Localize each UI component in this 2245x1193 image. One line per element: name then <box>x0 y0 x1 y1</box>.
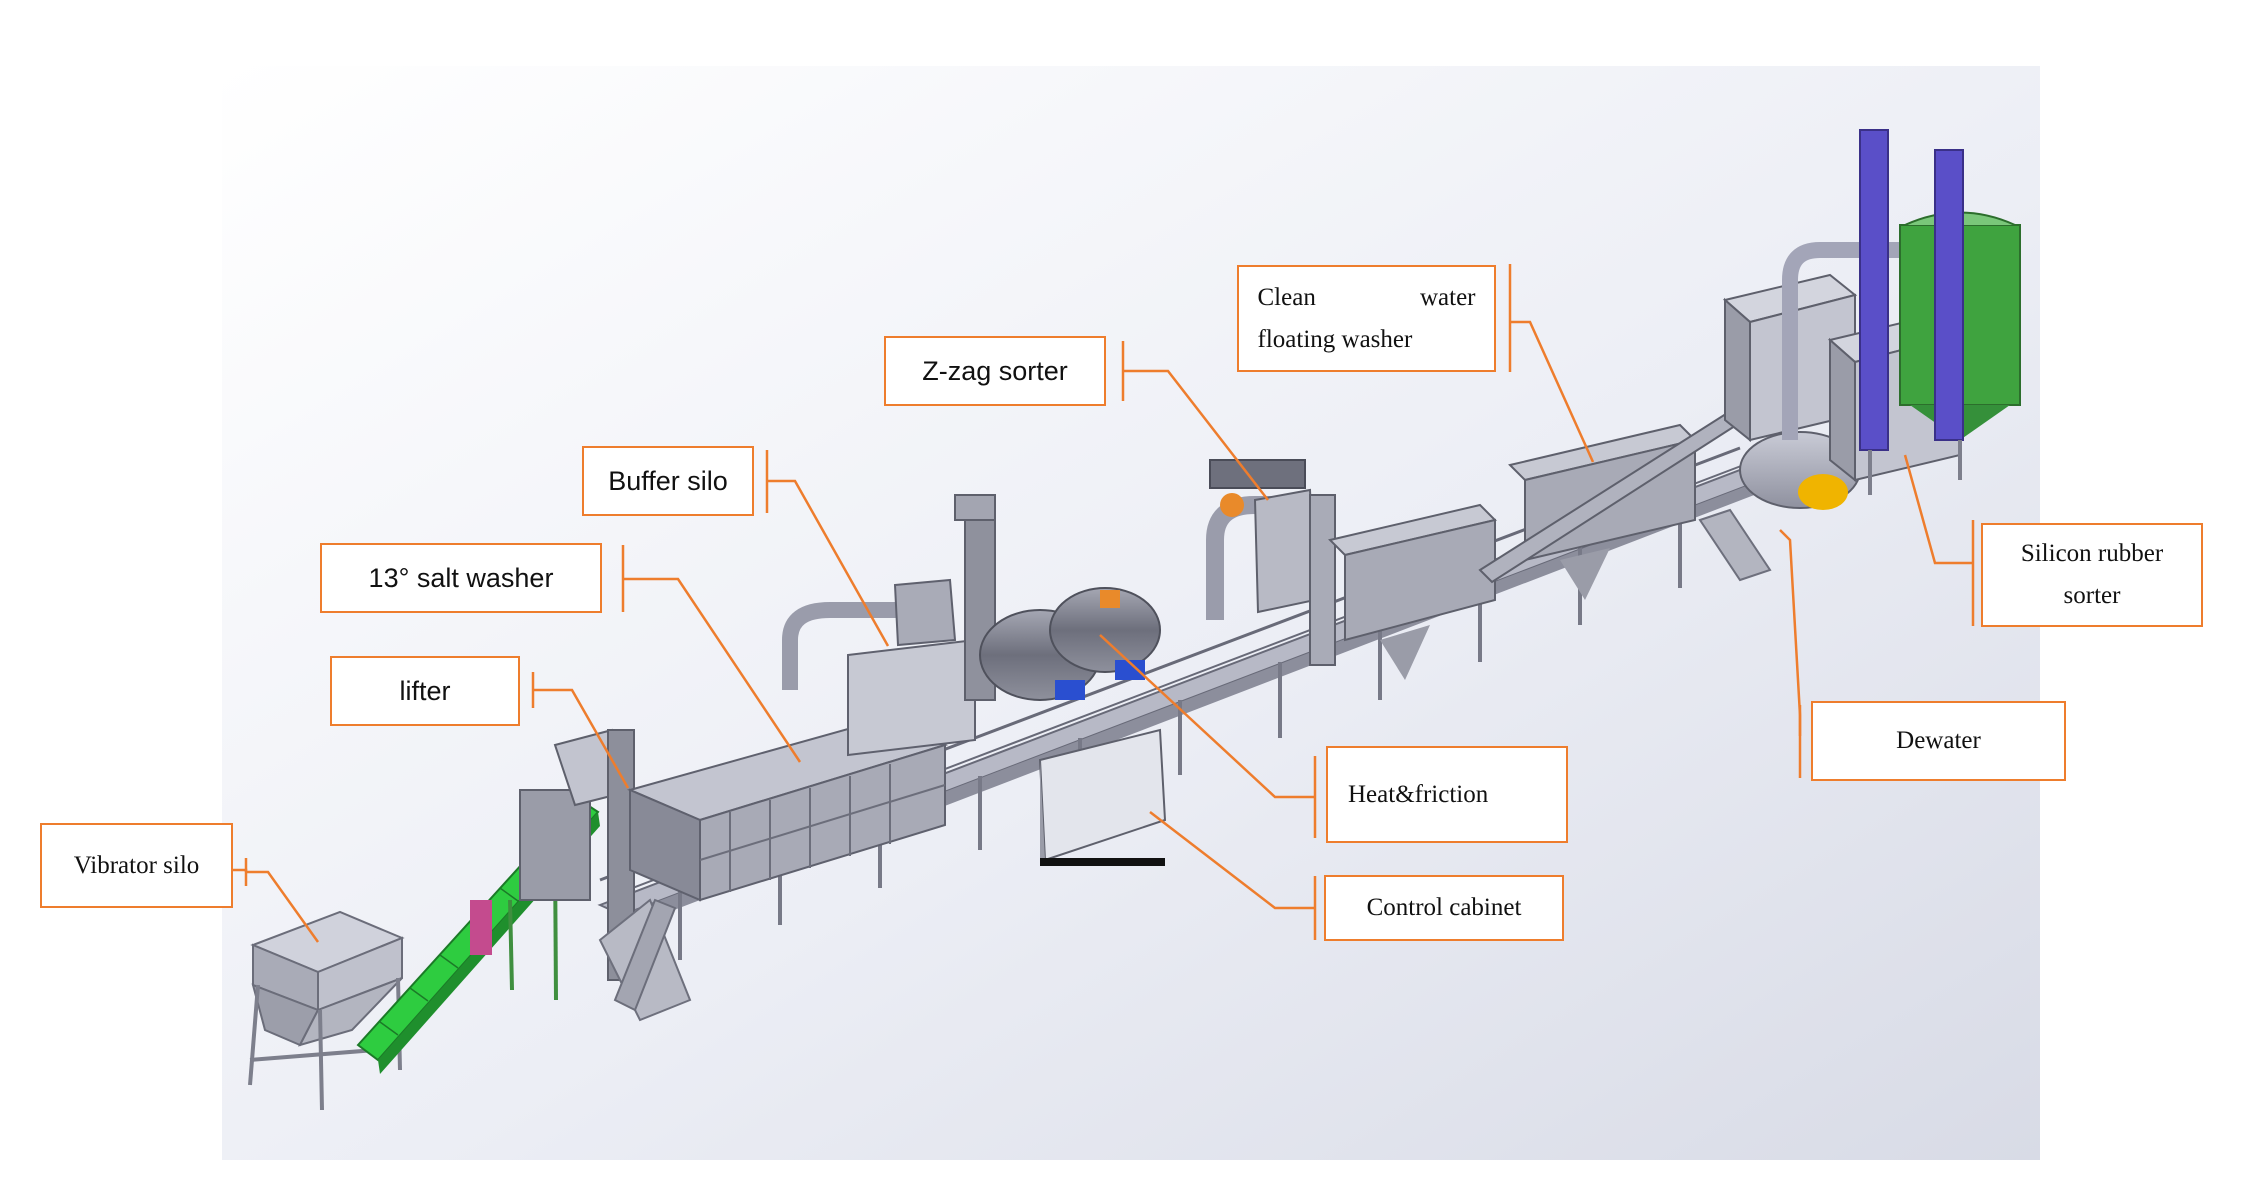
label-zzag-sorter-text: Z-zag sorter <box>922 355 1068 386</box>
label-lifter: lifter <box>330 656 520 726</box>
label-dewater: Dewater <box>1811 701 2066 781</box>
label-clean-water-line1-b: water <box>1419 283 1476 311</box>
zzag-sorter-machine <box>1206 459 1336 666</box>
label-buffer-silo-text: Buffer silo <box>608 465 728 496</box>
label-vibrator-silo: Vibrator silo <box>40 823 233 908</box>
label-clean-water-washer: Clean water floating washer <box>1237 265 1496 372</box>
label-heat-friction: Heat&friction <box>1326 746 1568 843</box>
label-buffer-silo: Buffer silo <box>582 446 754 516</box>
dewater-machine <box>1478 403 1861 584</box>
label-silicon-line1: Silicon rubber <box>2020 540 2164 567</box>
label-dewater-text: Dewater <box>1896 727 1981 754</box>
silicon-sorter-machine <box>1722 129 2021 495</box>
heat-friction-machine <box>954 494 1161 701</box>
label-control-cabinet-text: Control cabinet <box>1366 894 1522 921</box>
control-cabinet-unit <box>1038 728 1167 866</box>
label-silicon-line2: sorter <box>2063 582 2121 609</box>
label-silicon-rubber-sorter: Silicon rubber sorter <box>1981 523 2203 627</box>
label-control-cabinet: Control cabinet <box>1324 875 1564 941</box>
label-clean-water-line1: Clean water <box>1258 277 1476 319</box>
label-salt-washer: 13° salt washer <box>320 543 602 613</box>
label-clean-water-line2: floating washer <box>1257 325 1413 353</box>
label-zzag-sorter: Z-zag sorter <box>884 336 1106 406</box>
buffer-silo-machine <box>782 578 976 757</box>
label-lifter-text: lifter <box>399 675 451 706</box>
label-clean-water-line1-a: Clean <box>1257 283 1316 311</box>
label-heat-friction-text: Heat&friction <box>1348 780 1489 808</box>
leader-lines <box>233 264 1975 943</box>
label-salt-washer-text: 13° salt washer <box>368 562 554 593</box>
vibrator-silo-machine <box>248 910 405 1111</box>
label-vibrator-silo-text: Vibrator silo <box>73 851 200 879</box>
